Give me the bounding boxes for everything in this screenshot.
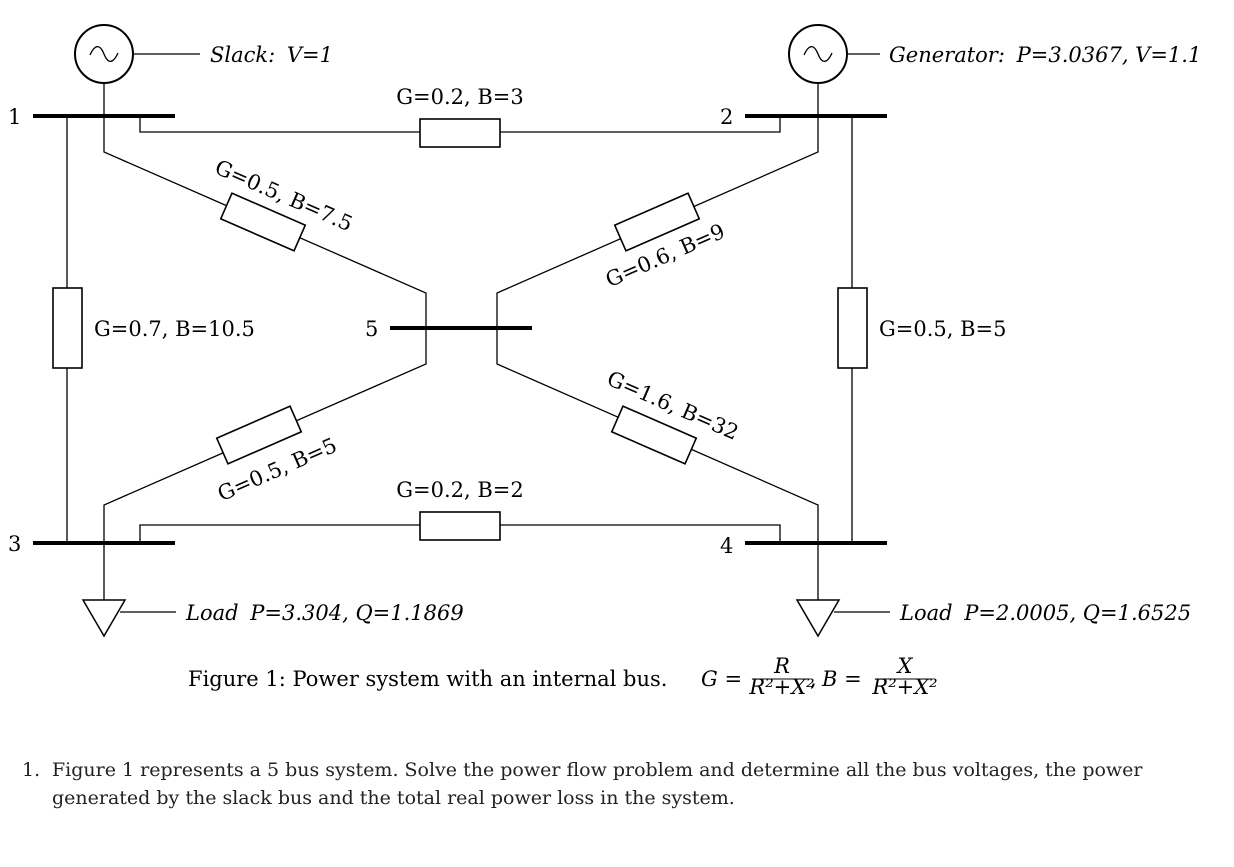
load-arrow-icon bbox=[81, 599, 127, 638]
load-bus-4: Load P=2.0005, Q=1.6525 bbox=[795, 543, 1191, 638]
question-item: 1. Figure 1 represents a 5 bus system. S… bbox=[22, 756, 1202, 812]
line-2-4: G=0.5, B=5 bbox=[837, 116, 1007, 543]
bus-3-label: 3 bbox=[8, 532, 21, 556]
bus-1-label: 1 bbox=[8, 105, 21, 129]
caption-g-denominator: R²+X² bbox=[748, 675, 814, 699]
impedance-3-4 bbox=[419, 511, 501, 541]
bus-4-label: 4 bbox=[720, 534, 733, 558]
bus-2-label: 2 bbox=[720, 105, 733, 129]
load-arrow-icon bbox=[795, 599, 841, 638]
figure-caption: Figure 1: Power system with an internal … bbox=[188, 654, 938, 699]
line-2-4-label: G=0.5, B=5 bbox=[879, 317, 1007, 341]
question-text: Figure 1 represents a 5 bus system. Solv… bbox=[52, 759, 1143, 809]
caption-text: Figure 1: Power system with an internal … bbox=[188, 667, 667, 691]
impedance-2-4 bbox=[837, 287, 868, 369]
caption-b-eq: B = bbox=[821, 667, 862, 691]
impedance-2-5 bbox=[613, 192, 701, 252]
caption-g-numerator: R bbox=[773, 654, 790, 678]
impedance-4-5 bbox=[610, 405, 698, 465]
bus-5-label: 5 bbox=[365, 317, 378, 341]
slack-spec: Slack: V=1 bbox=[210, 43, 333, 67]
line-4-5: G=1.6, B=32 bbox=[496, 328, 819, 543]
impedance-1-2 bbox=[419, 118, 501, 148]
load-bus-3-spec: Load P=3.304, Q=1.1869 bbox=[185, 601, 464, 625]
impedance-3-5 bbox=[215, 405, 303, 465]
svg-text:,: , bbox=[810, 667, 817, 691]
caption-g-eq: G = bbox=[701, 667, 742, 691]
pv-generator: Generator: P=3.0367, V=1.1 bbox=[788, 24, 1201, 116]
line-3-4-label: G=0.2, B=2 bbox=[396, 478, 524, 502]
line-1-2: G=0.2, B=3 bbox=[139, 85, 781, 148]
impedance-1-3 bbox=[52, 287, 83, 369]
question-number: 1. bbox=[22, 759, 41, 781]
generator-spec: Generator: P=3.0367, V=1.1 bbox=[889, 43, 1201, 67]
line-1-2-label: G=0.2, B=3 bbox=[396, 85, 524, 109]
line-1-5: G=0.5, B=7.5 bbox=[103, 116, 427, 328]
line-1-3-label: G=0.7, B=10.5 bbox=[94, 317, 255, 341]
slack-generator: Slack: V=1 bbox=[74, 24, 333, 116]
line-1-3: G=0.7, B=10.5 bbox=[52, 116, 255, 543]
line-3-5: G=0.5, B=5 bbox=[103, 328, 427, 543]
impedance-1-5 bbox=[219, 192, 307, 252]
line-2-5: G=0.6, B=9 bbox=[496, 116, 819, 328]
caption-b-denominator: R²+X² bbox=[871, 675, 937, 699]
line-3-4: G=0.2, B=2 bbox=[139, 478, 781, 543]
load-bus-4-spec: Load P=2.0005, Q=1.6525 bbox=[899, 601, 1191, 625]
load-bus-3: Load P=3.304, Q=1.1869 bbox=[81, 543, 464, 638]
caption-b-numerator: X bbox=[896, 654, 914, 678]
